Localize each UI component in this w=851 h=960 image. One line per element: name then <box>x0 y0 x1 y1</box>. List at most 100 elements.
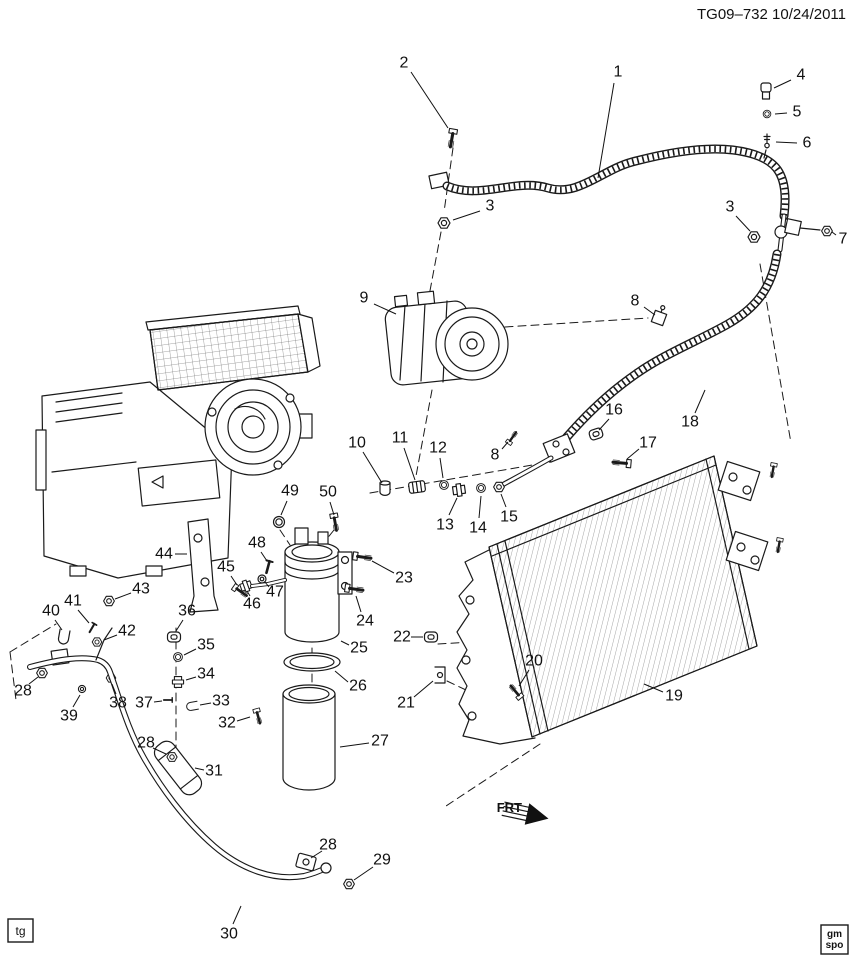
leader-17 <box>626 448 640 460</box>
leader-6 <box>775 141 798 144</box>
stud-48 <box>262 559 274 575</box>
callout-33: 33 <box>212 693 230 710</box>
callout-22: 22 <box>393 629 411 646</box>
accumulator-bracket <box>187 518 219 613</box>
leader-34 <box>185 676 197 681</box>
callout-37: 37 <box>135 695 153 712</box>
callout-40: 40 <box>42 603 60 620</box>
condenser-bracket-upper <box>717 460 761 502</box>
callout-14: 14 <box>469 520 487 537</box>
hose-bracket-28 <box>295 852 317 872</box>
callout-8: 8 <box>631 293 640 310</box>
nut-3b <box>747 231 761 243</box>
callout-3: 3 <box>726 199 735 216</box>
muffler-31 <box>153 740 203 796</box>
callout-15: 15 <box>500 509 518 526</box>
leader-8 <box>501 441 509 450</box>
callout-2: 2 <box>400 55 409 72</box>
bolt-condenser-upper <box>767 461 779 479</box>
leader-48 <box>260 551 268 562</box>
leader-20 <box>518 669 530 687</box>
stud-41 <box>86 621 98 635</box>
callout-3: 3 <box>486 198 495 215</box>
washer-39 <box>77 684 87 694</box>
diagram-art: FRT <box>9 82 833 890</box>
clip-33 <box>185 700 199 712</box>
leader-12 <box>439 457 444 479</box>
grommet-36 <box>166 631 182 643</box>
callout-18: 18 <box>681 414 699 431</box>
leader-8 <box>643 306 656 316</box>
leader-28 <box>310 850 323 859</box>
callout-10: 10 <box>348 435 366 452</box>
nut-42 <box>91 637 103 647</box>
leader-10 <box>362 451 383 484</box>
leader-32 <box>236 716 251 722</box>
grommet-22 <box>423 631 439 643</box>
leader-50 <box>329 501 335 516</box>
o-ring-12 <box>439 480 449 490</box>
suction-discharge-hose <box>428 144 821 487</box>
cap-10 <box>379 480 391 496</box>
callout-19: 19 <box>665 688 683 705</box>
callout-43: 43 <box>132 581 150 598</box>
leader-14 <box>478 495 482 519</box>
grommet-16 <box>587 426 605 442</box>
leader-28 <box>28 676 39 685</box>
leader-27 <box>339 742 370 748</box>
callout-11: 11 <box>392 430 409 447</box>
callout-47: 47 <box>266 584 284 601</box>
leader-5 <box>774 112 788 115</box>
hvac-module <box>35 305 321 579</box>
callout-1: 1 <box>614 64 623 81</box>
leader-46 <box>246 590 251 597</box>
service-valve-11 <box>407 479 427 495</box>
callout-34: 34 <box>197 666 215 683</box>
leader-15 <box>500 493 507 508</box>
clip-40 <box>57 628 71 646</box>
lower-ac-hose <box>27 627 355 890</box>
leader-35 <box>183 648 197 656</box>
seal-ring-26 <box>283 652 341 672</box>
callout-23: 23 <box>395 570 413 587</box>
callout-49: 49 <box>281 483 299 500</box>
leader-11 <box>403 447 416 481</box>
callout-48: 48 <box>248 535 266 552</box>
callout-16: 16 <box>605 402 623 419</box>
callout-24: 24 <box>356 613 374 630</box>
gm-spo-plate: gm spo <box>820 924 849 955</box>
screw-37 <box>162 696 174 704</box>
spo-plate-label: spo <box>826 940 844 951</box>
leader-28 <box>152 747 167 755</box>
leader-42 <box>103 634 118 641</box>
tg-plate: tg <box>7 918 34 943</box>
callout-36: 36 <box>178 603 196 620</box>
leader-40 <box>54 619 63 631</box>
compressor <box>384 290 509 386</box>
nut-43 <box>103 595 115 607</box>
tg-plate-label: tg <box>15 924 25 938</box>
washer-47 <box>257 574 267 584</box>
leader-33 <box>199 702 212 706</box>
callout-38: 38 <box>109 695 127 712</box>
fitting-13 <box>451 482 467 498</box>
callout-50: 50 <box>319 484 337 501</box>
callout-12: 12 <box>429 440 447 457</box>
callout-5: 5 <box>793 104 802 121</box>
callout-42: 42 <box>118 623 136 640</box>
bolt-condenser-lower <box>773 536 785 554</box>
leader-7 <box>831 231 837 236</box>
leader-24 <box>355 595 362 613</box>
leader-30 <box>232 905 242 925</box>
callout-29: 29 <box>373 852 391 869</box>
callout-26: 26 <box>349 678 367 695</box>
leader-26 <box>334 670 349 683</box>
nut-29 <box>343 878 355 890</box>
bolt-24 <box>342 582 366 596</box>
callout-21: 21 <box>397 695 415 712</box>
callout-9: 9 <box>360 290 369 307</box>
leader-19 <box>643 683 664 693</box>
callout-28: 28 <box>14 683 32 700</box>
